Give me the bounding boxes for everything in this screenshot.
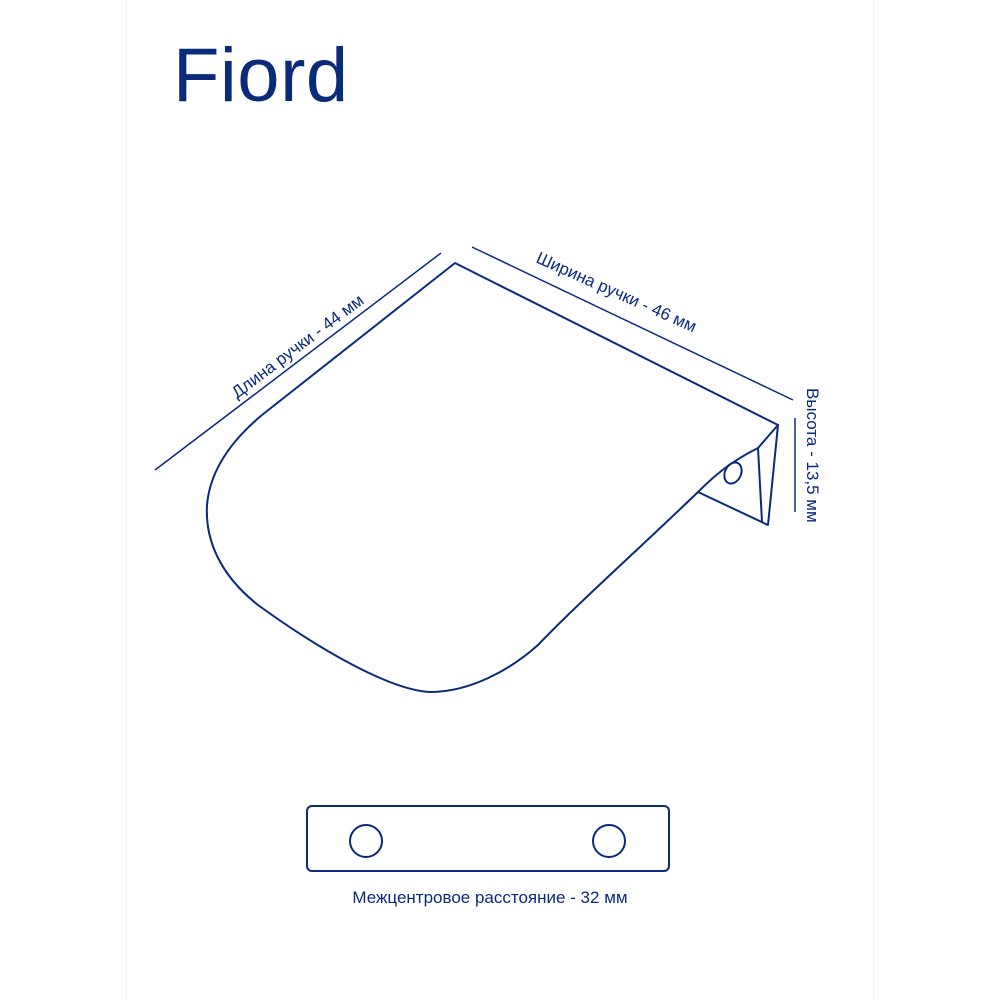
handle-body xyxy=(205,262,779,693)
width-dimension-line xyxy=(471,246,794,401)
width-label: Ширина ручки - 46 мм xyxy=(533,248,699,336)
product-title: Fiord xyxy=(173,33,349,118)
handle-outline xyxy=(205,262,779,693)
left-mounting-hole xyxy=(349,824,383,858)
mounting-plate xyxy=(697,424,779,526)
drawing-sheet xyxy=(127,0,873,1000)
height-label: Высота - 13,5 мм xyxy=(803,388,822,523)
length-dimension-line xyxy=(154,252,442,471)
length-label: Длина ручки - 44 мм xyxy=(228,291,367,403)
plate-rectangle xyxy=(306,805,670,872)
plate-top-view xyxy=(306,805,670,872)
right-mounting-hole xyxy=(592,824,626,858)
screw-hole xyxy=(723,461,743,485)
plate-inner-edge xyxy=(757,447,763,523)
spacing-label: Межцентровое расстояние - 32 мм xyxy=(352,888,627,907)
